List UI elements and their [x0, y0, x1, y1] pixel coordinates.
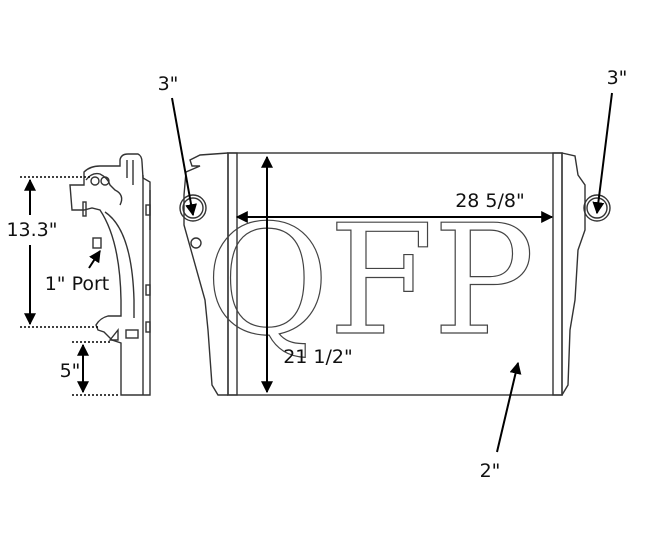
height-label: 21 1/2" — [283, 346, 353, 368]
front-view — [179, 152, 611, 396]
qfp-watermark: QFP — [205, 192, 535, 369]
inlet-label: 3" — [158, 73, 179, 95]
side-height-label: 13.3" — [6, 219, 57, 241]
core-depth-label: 2" — [480, 460, 501, 482]
port-arrow — [88, 249, 101, 269]
bottom-offset-label: 5" — [60, 360, 81, 382]
core-depth-arrow — [496, 361, 522, 453]
port-label: 1" Port — [45, 273, 110, 295]
side-view — [69, 153, 151, 396]
inlet-arrow — [171, 97, 197, 217]
width-label: 28 5/8" — [455, 190, 525, 212]
outlet-label: 3" — [607, 67, 628, 89]
outlet-arrow — [592, 92, 613, 215]
